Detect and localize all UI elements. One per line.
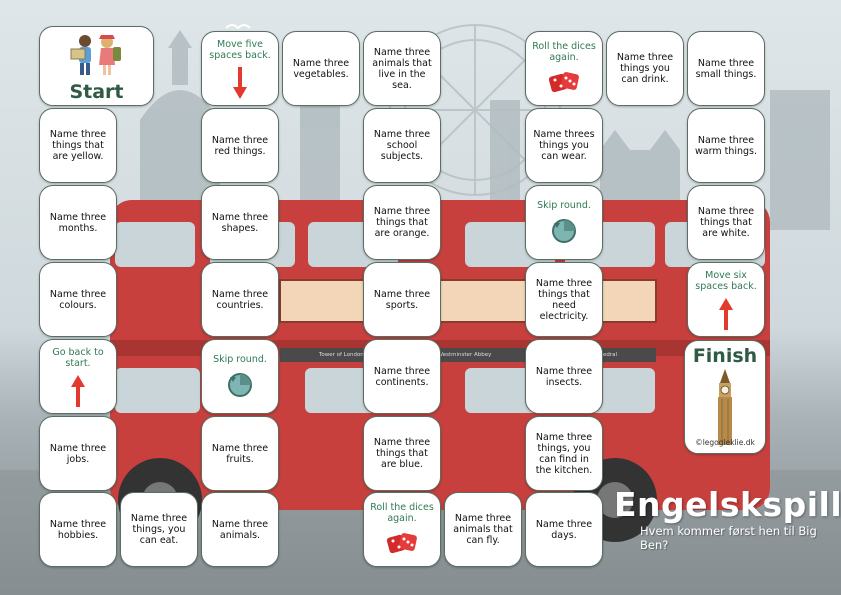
square-dice[interactable]: Roll the dices again.: [363, 492, 441, 567]
square-text: Roll the dices again.: [370, 501, 434, 524]
square-task[interactable]: Name three school subjects.: [363, 108, 441, 183]
square-text: Name three things that need electricity.: [535, 277, 593, 322]
square-text: Name three days.: [535, 518, 593, 541]
square-text: Name three things that are orange.: [373, 206, 431, 239]
start-label: Start: [69, 81, 124, 103]
square-task[interactable]: Name three animals that can fly.: [444, 492, 522, 567]
square-skip[interactable]: Skip round.: [201, 339, 279, 414]
square-task[interactable]: Name three things, you can eat.: [120, 492, 198, 567]
square-text: Name three hobbies.: [49, 518, 107, 541]
square-text: Name three months.: [49, 211, 107, 234]
square-dice[interactable]: Roll the dices again.: [525, 31, 603, 106]
square-skip[interactable]: Skip round.: [525, 185, 603, 260]
bus-destination-1: Westminster Abbey: [437, 352, 492, 358]
square-text: Roll the dices again.: [532, 40, 596, 63]
finish-label: Finish: [692, 345, 758, 367]
square-text: Name three continents.: [373, 365, 431, 388]
square-task[interactable]: Name three vegetables.: [282, 31, 360, 106]
square-back[interactable]: Move five spaces back.: [201, 31, 279, 106]
square-text: Move six spaces back.: [695, 269, 757, 292]
square-task[interactable]: Name three animals that live in the sea.: [363, 31, 441, 106]
square-task[interactable]: Name three countries.: [201, 262, 279, 337]
square-text: Name three red things.: [211, 134, 269, 157]
square-text: Move five spaces back.: [209, 38, 271, 61]
finish-square[interactable]: Finish ©legogleklie.dk: [684, 340, 766, 454]
square-task[interactable]: Name three continents.: [363, 339, 441, 414]
square-text: Name three animals.: [211, 518, 269, 541]
square-text: Name three warm things.: [694, 134, 757, 157]
bus-destination-0: Tower of London: [318, 352, 364, 358]
square-task[interactable]: Name three hobbies.: [39, 492, 117, 567]
square-task[interactable]: Name three sports.: [363, 262, 441, 337]
square-task[interactable]: Name three days.: [525, 492, 603, 567]
square-text: Name three vegetables.: [292, 57, 350, 80]
square-text: Name three animals that live in the sea.: [372, 46, 432, 91]
square-text: Name threes things you can wear.: [533, 129, 595, 162]
square-task[interactable]: Name three things, you can find in the k…: [525, 416, 603, 491]
square-task[interactable]: Name three things that need electricity.: [525, 262, 603, 337]
skip-round-icon: [228, 373, 252, 397]
start-square[interactable]: Start: [39, 26, 154, 106]
square-text: Name three countries.: [211, 288, 269, 311]
square-text: Name three things, you can eat.: [130, 513, 188, 546]
square-text: Go back to start.: [52, 346, 104, 369]
square-text: Skip round.: [213, 354, 267, 365]
square-text: Name three things that are white.: [697, 206, 755, 239]
square-task[interactable]: Name three things you can drink.: [606, 31, 684, 106]
square-task[interactable]: Name three red things.: [201, 108, 279, 183]
copyright-credit: ©legogleklie.dk: [695, 438, 755, 447]
dice-icon: [548, 71, 579, 92]
square-text: Name three small things.: [695, 57, 757, 80]
square-text: Name three school subjects.: [373, 129, 431, 162]
dice-icon: [386, 532, 417, 553]
square-task[interactable]: Name three things that are white.: [687, 185, 765, 260]
square-text: Name three animals that can fly.: [453, 513, 513, 546]
square-text: Name three shapes.: [211, 211, 269, 234]
square-text: Name three insects.: [535, 365, 593, 388]
big-ben-icon: [718, 369, 732, 445]
square-back[interactable]: Go back to start.: [39, 339, 117, 414]
square-task[interactable]: Name three shapes.: [201, 185, 279, 260]
square-task[interactable]: Name three things that are orange.: [363, 185, 441, 260]
square-text: Name three jobs.: [49, 442, 107, 465]
square-task[interactable]: Name three jobs.: [39, 416, 117, 491]
square-task[interactable]: Name three colours.: [39, 262, 117, 337]
square-text: Name three things you can drink.: [616, 52, 674, 85]
square-text: Skip round.: [537, 200, 591, 211]
square-text: Name three things that are blue.: [373, 437, 431, 470]
square-text: Name three fruits.: [211, 442, 269, 465]
square-task[interactable]: Name three insects.: [525, 339, 603, 414]
square-back[interactable]: Move six spaces back.: [687, 262, 765, 337]
skip-round-icon: [552, 219, 576, 243]
square-task[interactable]: Name three small things.: [687, 31, 765, 106]
arrow-up-icon: [719, 297, 733, 330]
arrow-up-icon: [71, 374, 85, 407]
square-task[interactable]: Name three months.: [39, 185, 117, 260]
square-task[interactable]: Name three fruits.: [201, 416, 279, 491]
arrow-down-icon: [233, 66, 247, 99]
square-task[interactable]: Name threes things you can wear.: [525, 108, 603, 183]
square-text: Name three sports.: [373, 288, 431, 311]
game-title: Engelskspillet: [614, 485, 841, 524]
square-task[interactable]: Name three things that are blue.: [363, 416, 441, 491]
square-task[interactable]: Name three warm things.: [687, 108, 765, 183]
square-text: Name three things that are yellow.: [49, 129, 107, 162]
square-text: Name three colours.: [49, 288, 107, 311]
children-icon: [70, 35, 121, 75]
square-task[interactable]: Name three things that are yellow.: [39, 108, 117, 183]
square-task[interactable]: Name three animals.: [201, 492, 279, 567]
square-text: Name three things, you can find in the k…: [535, 431, 593, 476]
game-subtitle: Hvem kommer først hen til Big Ben?: [640, 524, 817, 552]
